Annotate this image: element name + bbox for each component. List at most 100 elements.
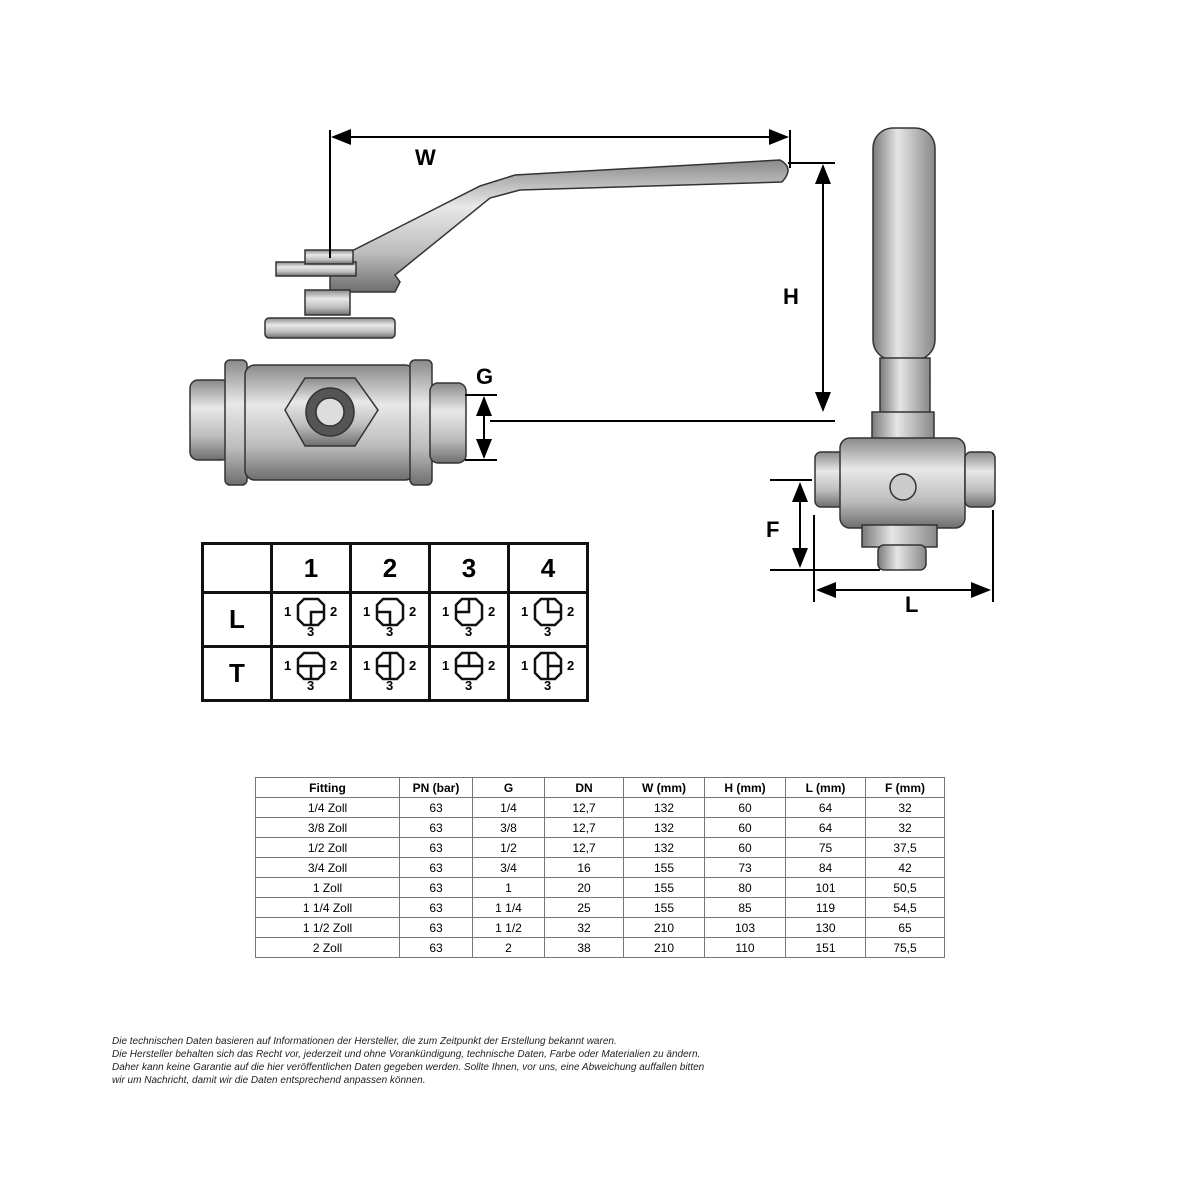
spec-cell: 103 — [704, 917, 786, 938]
spec-cell: 1/4 — [472, 797, 545, 818]
spec-cell: 65 — [865, 917, 945, 938]
spec-cell: 25 — [544, 897, 624, 918]
spec-col-header: DN — [544, 777, 624, 798]
flow-symbol-icon — [375, 651, 405, 681]
spec-cell: 119 — [785, 897, 866, 918]
spec-cell: 75 — [785, 837, 866, 858]
spec-cell: 3/8 Zoll — [255, 817, 400, 838]
flow-symbol-icon — [296, 651, 326, 681]
flow-row-header: L — [201, 591, 273, 648]
flow-col-header: 1 — [270, 542, 352, 594]
port-label: 3 — [386, 678, 394, 693]
spec-cell: 210 — [623, 937, 705, 958]
note-line: wir um Nachricht, damit wir die Daten en… — [112, 1075, 426, 1086]
spec-cell: 1/4 Zoll — [255, 797, 400, 818]
valve-side-view — [814, 127, 996, 571]
spec-cell: 63 — [399, 797, 473, 818]
port-label: 1 — [284, 658, 292, 673]
spec-cell: 85 — [704, 897, 786, 918]
port-label: 3 — [465, 678, 473, 693]
port-label: 1 — [363, 658, 371, 673]
spec-cell: 210 — [623, 917, 705, 938]
dimension-label-w: W — [415, 145, 436, 170]
spec-cell: 3/4 Zoll — [255, 857, 400, 878]
spec-cell: 73 — [704, 857, 786, 878]
spec-cell: 155 — [623, 877, 705, 898]
spec-cell: 32 — [865, 817, 945, 838]
spec-cell: 3/4 — [472, 857, 545, 878]
spec-cell: 1 — [472, 877, 545, 898]
spec-cell: 101 — [785, 877, 866, 898]
note-line: Die technischen Daten basieren auf Infor… — [112, 1036, 617, 1047]
flow-table-corner — [201, 542, 273, 594]
port-label: 1 — [284, 604, 292, 619]
spec-cell: 80 — [704, 877, 786, 898]
dimension-label-l: L — [905, 592, 919, 617]
spec-cell: 155 — [623, 897, 705, 918]
spec-cell: 12,7 — [544, 837, 624, 858]
spec-cell: 63 — [399, 817, 473, 838]
spec-col-header: Fitting — [255, 777, 400, 798]
spec-cell: 1 Zoll — [255, 877, 400, 898]
spec-cell: 63 — [399, 877, 473, 898]
spec-cell: 1 1/4 — [472, 897, 545, 918]
flow-symbol-icon — [533, 597, 563, 627]
dimension-label-h: H — [783, 284, 799, 309]
flow-symbol-icon — [454, 597, 484, 627]
flow-col-header: 4 — [507, 542, 589, 594]
spec-cell: 63 — [399, 917, 473, 938]
port-label: 3 — [307, 678, 315, 693]
spec-cell: 110 — [704, 937, 786, 958]
flow-row-header: T — [201, 645, 273, 702]
spec-cell: 60 — [704, 817, 786, 838]
port-label: 3 — [465, 624, 473, 639]
flow-col-header: 2 — [349, 542, 431, 594]
note-line: Daher kann keine Garantie auf die hier v… — [112, 1062, 705, 1073]
port-label: 2 — [330, 604, 338, 619]
spec-cell: 63 — [399, 837, 473, 858]
port-label: 3 — [544, 678, 552, 693]
flow-symbol-icon — [454, 651, 484, 681]
spec-cell: 63 — [399, 897, 473, 918]
port-label: 2 — [488, 658, 496, 673]
spec-cell: 16 — [544, 857, 624, 878]
spec-cell: 64 — [785, 817, 866, 838]
port-label: 2 — [409, 604, 417, 619]
dimension-label-f: F — [766, 517, 780, 542]
flow-col-header: 3 — [428, 542, 510, 594]
port-label: 1 — [521, 604, 529, 619]
port-label: 1 — [442, 604, 450, 619]
spec-col-header: H (mm) — [704, 777, 786, 798]
port-label: 2 — [409, 658, 417, 673]
spec-cell: 84 — [785, 857, 866, 878]
flow-symbol-icon — [296, 597, 326, 627]
spec-cell: 12,7 — [544, 817, 624, 838]
spec-cell: 54,5 — [865, 897, 945, 918]
dimension-lines — [329, 129, 994, 602]
spec-col-header: W (mm) — [623, 777, 705, 798]
disclaimer-note: Die technischen Daten basieren auf Infor… — [112, 1035, 704, 1087]
spec-cell: 32 — [544, 917, 624, 938]
spec-cell: 64 — [785, 797, 866, 818]
port-label: 3 — [544, 624, 552, 639]
spec-cell: 42 — [865, 857, 945, 878]
spec-cell: 38 — [544, 937, 624, 958]
spec-col-header: PN (bar) — [399, 777, 473, 798]
valve-drawing — [189, 127, 996, 602]
spec-col-header: L (mm) — [785, 777, 866, 798]
port-label: 2 — [330, 658, 338, 673]
